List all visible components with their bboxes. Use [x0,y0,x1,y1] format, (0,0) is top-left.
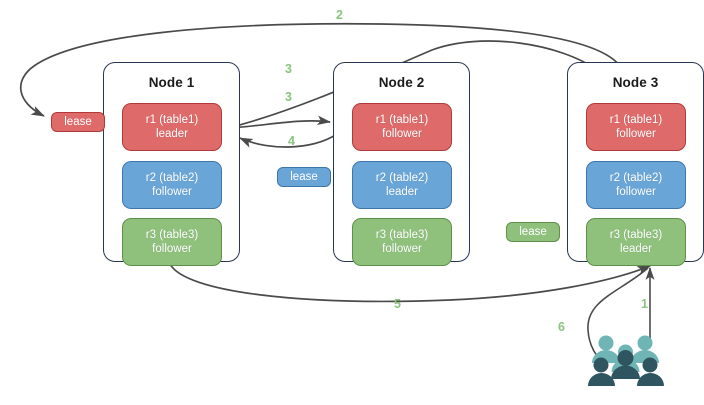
lease-label: lease [290,171,318,183]
node-title: Node 3 [612,75,659,90]
replica-r2[interactable]: r2 (table2) follower [122,161,222,209]
replica-r2[interactable]: r2 (table2) follower [586,161,686,209]
replica-role: follower [382,128,422,140]
replica-role: leader [386,186,418,198]
replica-name: r2 (table2) [609,172,663,184]
replica-role: follower [382,243,422,255]
replica-role: leader [156,128,188,140]
replica-role: follower [152,243,192,255]
step-label-3a: 3 [285,62,292,76]
lease-badge-r3[interactable]: lease [506,222,560,242]
lease-badge-r1[interactable]: lease [51,112,105,132]
replica-name: r3 (table3) [145,229,199,241]
replica-r3[interactable]: r3 (table3) leader [586,218,686,266]
arrow-step-5 [169,263,651,303]
replica-name: r3 (table3) [609,229,663,241]
replica-role: follower [152,186,192,198]
replica-r3[interactable]: r3 (table3) follower [352,218,452,266]
step-label-6: 6 [558,320,565,334]
replica-role: leader [620,243,652,255]
node-title: Node 1 [148,75,195,90]
users-group-icon [588,335,664,386]
replica-name: r1 (table1) [145,114,199,126]
step-label-5: 5 [394,297,401,311]
step-label-1: 1 [641,297,648,311]
lease-badge-r2[interactable]: lease [277,167,331,187]
replica-name: r2 (table2) [375,172,429,184]
replica-name: r1 (table1) [375,114,429,126]
step-label-4: 4 [288,134,295,148]
node-box-node1[interactable]: Node 1 r1 (table1) leader r2 (table2) fo… [103,62,240,266]
replica-name: r2 (table2) [145,172,199,184]
lease-label: lease [519,226,547,238]
node-title: Node 2 [378,75,425,90]
step-label-2: 2 [336,8,343,22]
replica-r1[interactable]: r1 (table1) follower [586,103,686,151]
replica-name: r1 (table1) [609,114,663,126]
node-box-node3[interactable]: Node 3 r1 (table1) follower r2 (table2) … [567,62,704,266]
replica-r1[interactable]: r1 (table1) leader [122,103,222,151]
replica-role: follower [616,186,656,198]
lease-label: lease [64,116,92,128]
arrow-step-2 [19,22,621,117]
replica-name: r3 (table3) [375,229,429,241]
replica-role: follower [616,128,656,140]
node-box-node2[interactable]: Node 2 r1 (table1) follower r2 (table2) … [333,62,470,266]
step-label-3b: 3 [285,90,292,104]
replica-r3[interactable]: r3 (table3) follower [122,218,222,266]
replica-r1[interactable]: r1 (table1) follower [352,103,452,151]
replica-r2[interactable]: r2 (table2) leader [352,161,452,209]
